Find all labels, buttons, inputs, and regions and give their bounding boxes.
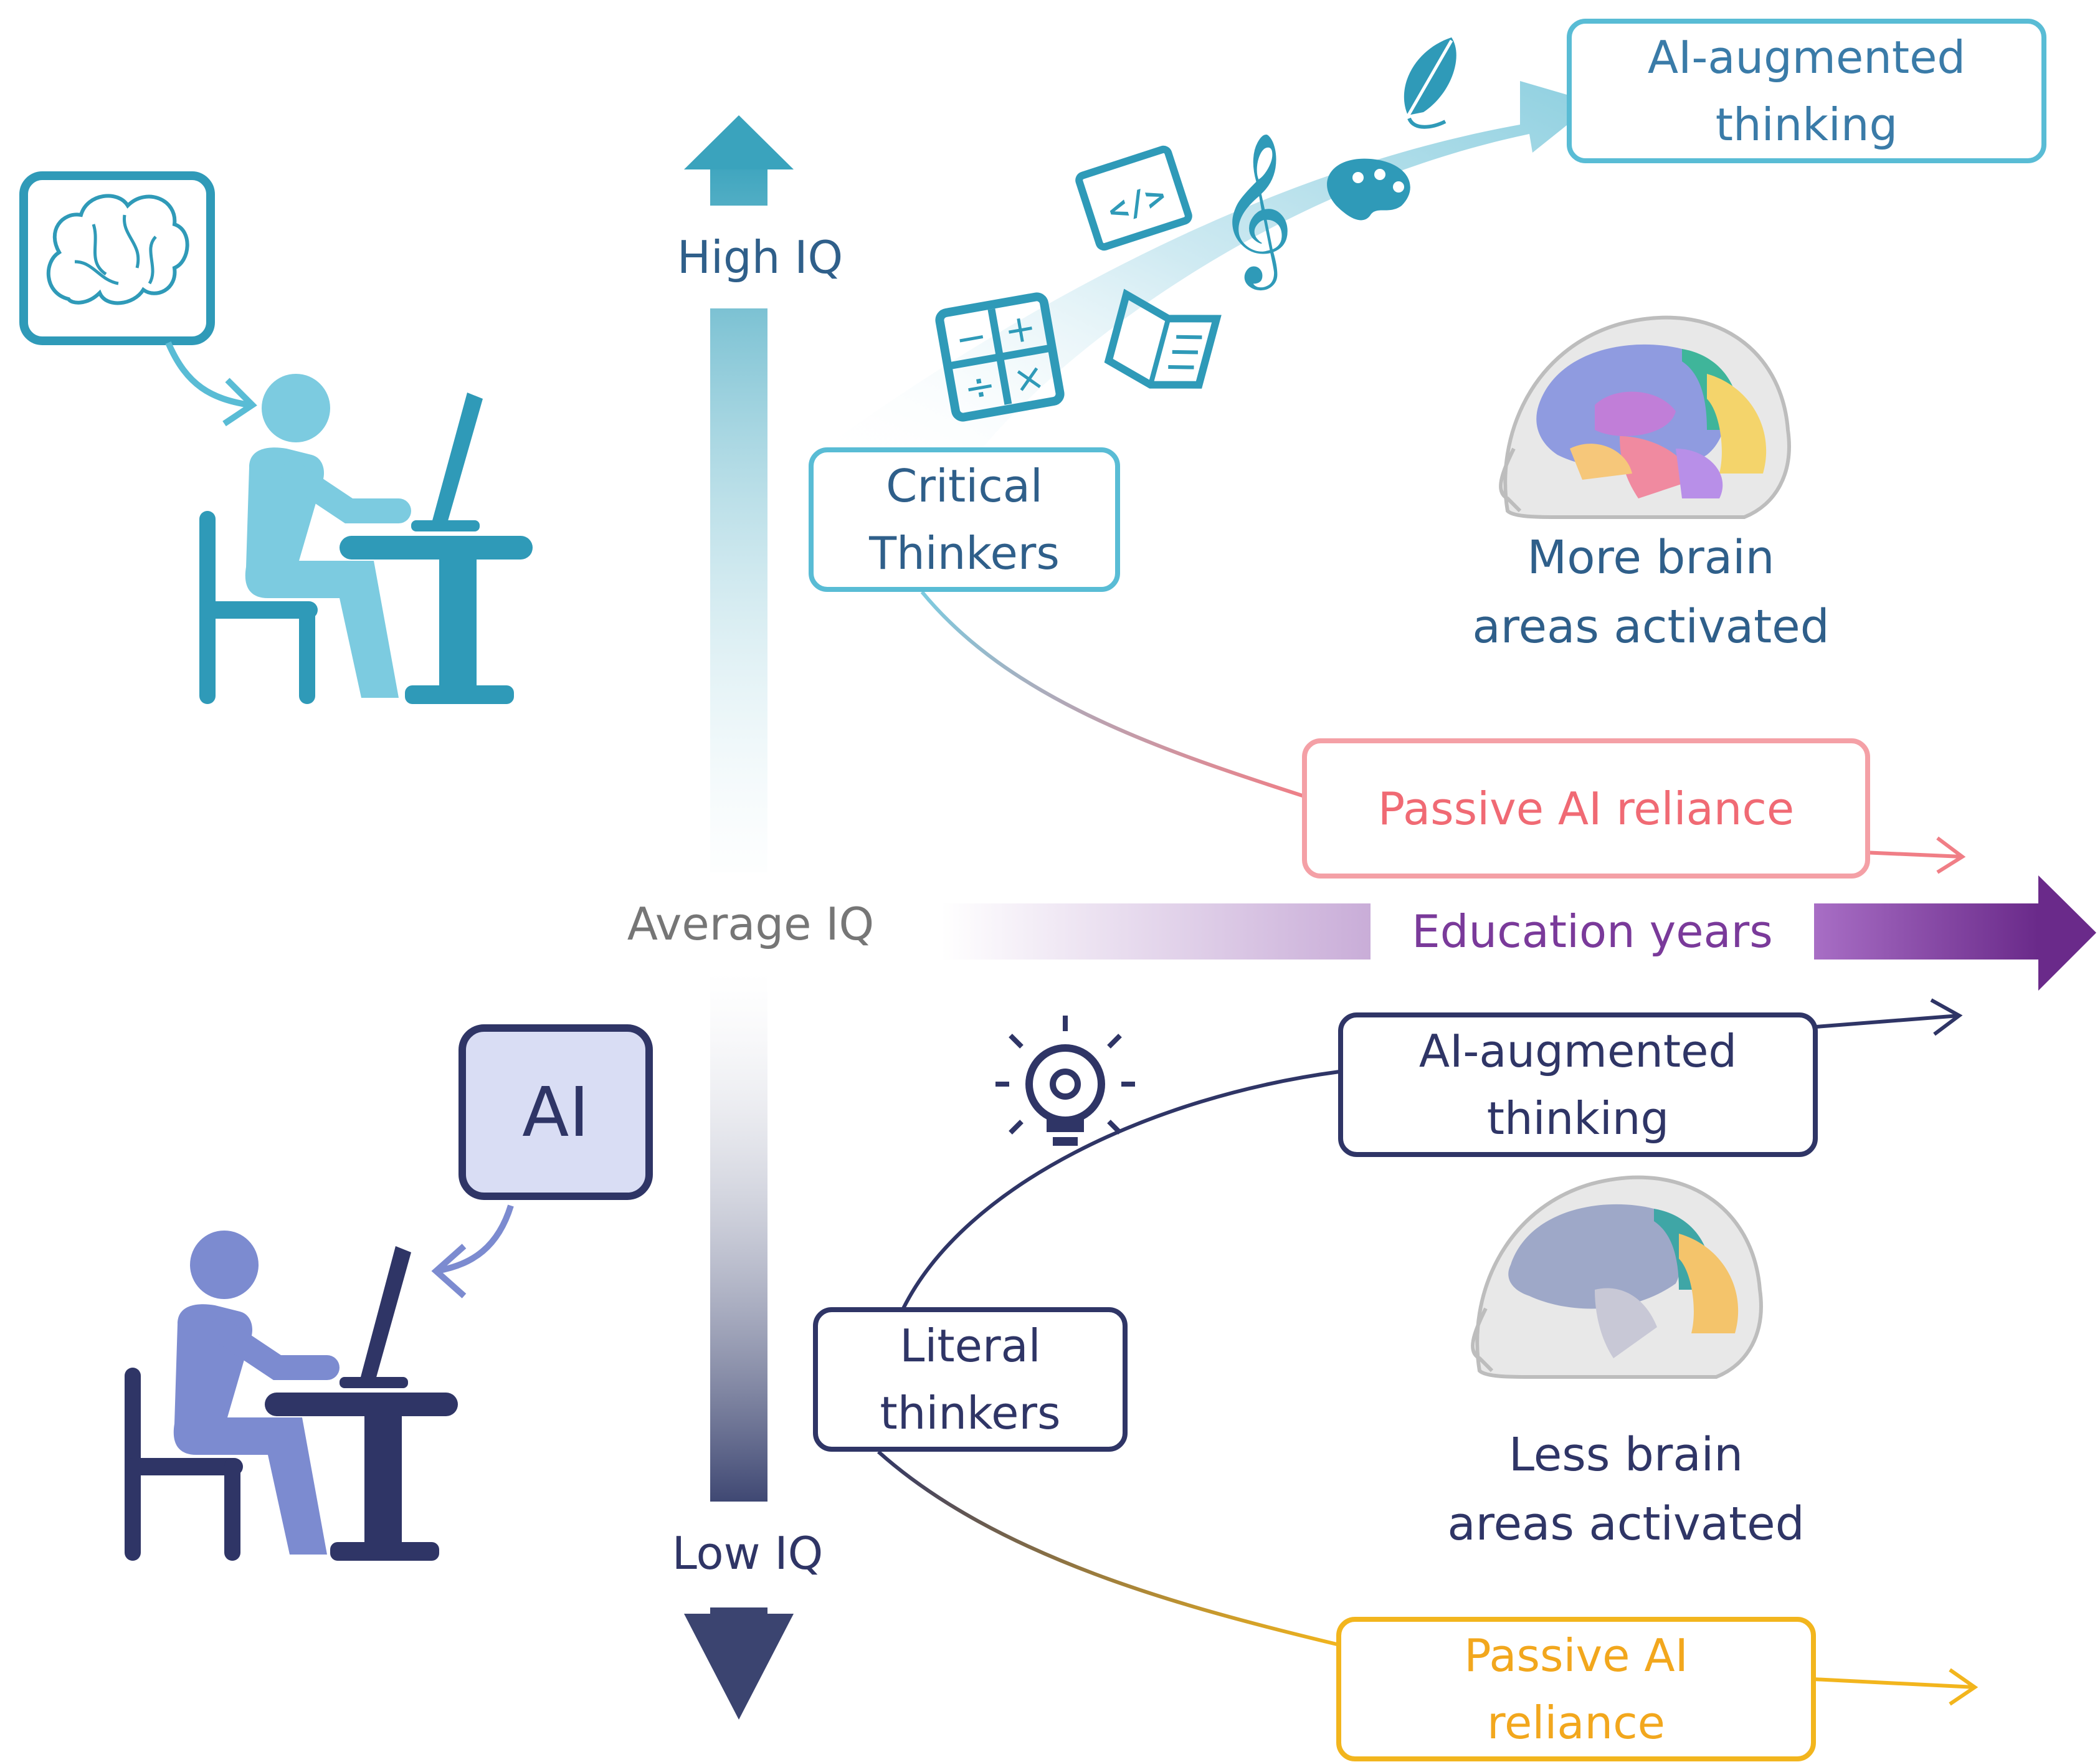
ai-to-person-arrow-head	[431, 1244, 467, 1298]
feather-icon	[1403, 37, 1456, 129]
code-window-icon: </>	[1075, 145, 1192, 251]
low-iq-label: Low IQ	[623, 1502, 872, 1604]
average-iq-label: Average IQ	[564, 872, 938, 975]
brain-to-person-arrow	[165, 341, 250, 408]
literal-to-passive-curve	[877, 1450, 1340, 1647]
passive-top-arrow	[1862, 850, 1963, 859]
palette-icon	[1327, 158, 1410, 221]
person-at-computer-icon	[199, 374, 533, 704]
ai-augmented-thinking-bottom-box: AI-augmented thinking	[1338, 1012, 1818, 1157]
ai-augmented-thinking-top-box: AI-augmented thinking	[1567, 19, 2046, 163]
passive-top-arrow-head	[1936, 836, 1966, 874]
svg-text:𝄞: 𝄞	[1217, 131, 1294, 290]
swoosh-arrow	[822, 81, 1595, 461]
high-iq-label: High IQ	[623, 206, 897, 308]
literal-thinkers-box: Literal thinkers	[813, 1307, 1128, 1452]
brain-icon	[19, 171, 215, 345]
passive-ai-reliance-bottom-box: Passive AI reliance	[1336, 1617, 1816, 1761]
critical-thinkers-box: Critical Thinkers	[809, 447, 1120, 592]
lightbulb-gear-icon	[995, 1016, 1135, 1146]
calculator-icon: − + ÷ ×	[935, 292, 1065, 422]
svg-text:÷: ÷	[961, 363, 999, 411]
book-icon	[1104, 288, 1222, 389]
education-years-label: Education years	[1412, 905, 1773, 958]
more-brain-areas-caption: More brain areas activated	[1472, 531, 1830, 654]
literal-to-augmented-curve	[901, 1070, 1340, 1310]
ai-to-person-arrow	[435, 1204, 514, 1274]
svg-text:×: ×	[1010, 355, 1048, 403]
critical-to-passive-curve	[920, 591, 1309, 799]
svg-text:−: −	[952, 314, 991, 363]
brain-anatomy-icon	[1499, 315, 1791, 519]
svg-text:+: +	[1001, 305, 1040, 354]
passive-ai-reliance-top-box: Passive AI reliance	[1302, 738, 1870, 879]
passive-bottom-arrow-head	[1949, 1668, 1979, 1706]
augmented-bottom-arrow	[1815, 1014, 1960, 1029]
education-axis	[941, 875, 2096, 991]
person-at-computer-icon	[125, 1231, 458, 1561]
less-brain-areas-caption: Less brain areas activated	[1447, 1428, 1805, 1551]
brain-to-person-arrow-head	[222, 378, 257, 427]
augmented-bottom-arrow-head	[1930, 998, 1963, 1036]
ai-badge	[458, 1024, 653, 1200]
music-note-icon: 𝄞	[1217, 131, 1294, 290]
passive-bottom-arrow	[1812, 1677, 1975, 1689]
ai-badge-label: AI	[522, 1072, 589, 1152]
brain-anatomy-icon	[1471, 1175, 1763, 1379]
